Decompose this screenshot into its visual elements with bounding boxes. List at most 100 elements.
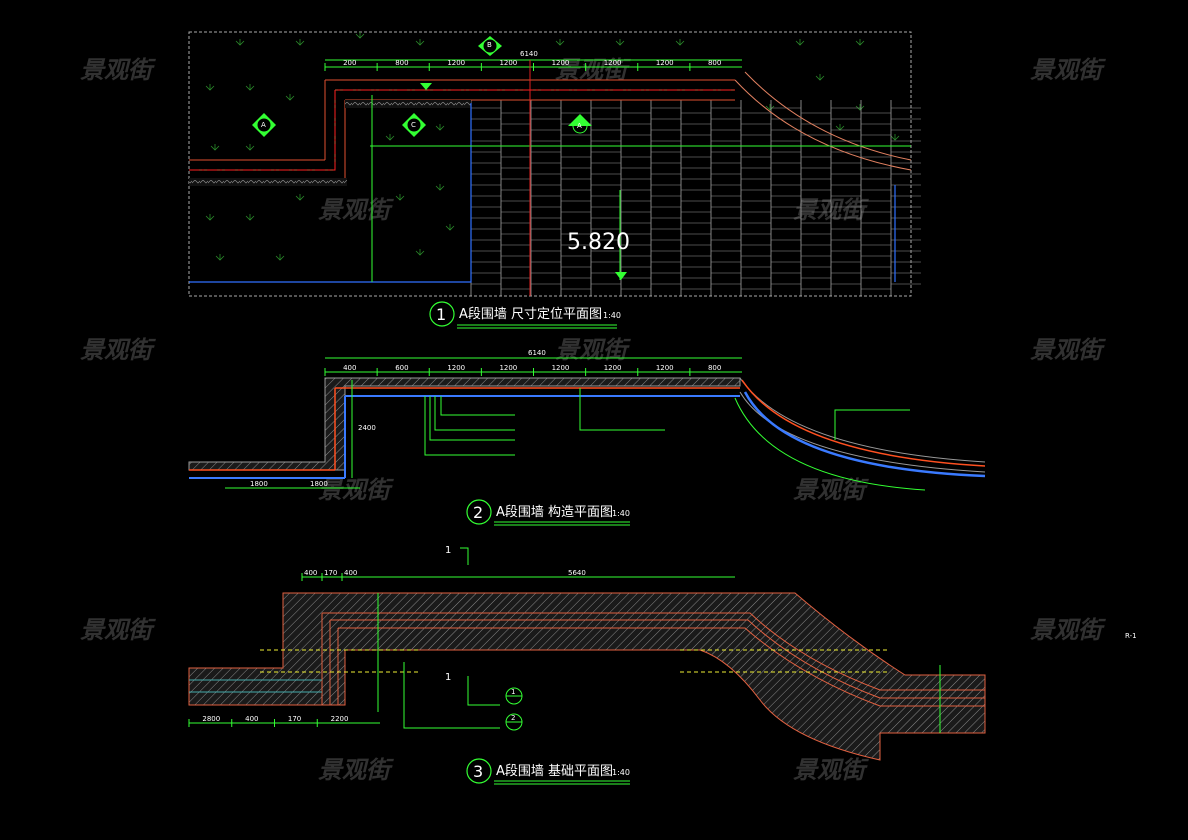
stone-edge bbox=[189, 178, 347, 186]
elevation-marker-icon bbox=[615, 272, 627, 280]
drawing-frame bbox=[188, 31, 912, 297]
svg-text:1:40: 1:40 bbox=[612, 509, 630, 518]
svg-text:2: 2 bbox=[511, 714, 515, 722]
dimension-label: 1200 bbox=[656, 59, 674, 67]
svg-text:3: 3 bbox=[473, 762, 483, 781]
lawn-symbol-icon bbox=[235, 39, 245, 46]
detail-mark-1: 1 bbox=[505, 687, 523, 705]
elevation-marker-icon bbox=[420, 83, 432, 90]
dimension-label: 1800 bbox=[250, 480, 268, 488]
dimension-label: 1200 bbox=[604, 59, 622, 67]
svg-text:1:40: 1:40 bbox=[603, 311, 621, 320]
svg-text:C: C bbox=[411, 121, 416, 129]
stone-edge bbox=[345, 100, 471, 108]
paving-edge-lines bbox=[189, 679, 322, 693]
lawn-symbol-icon bbox=[295, 194, 305, 201]
leader-lines bbox=[424, 388, 910, 456]
lawn-symbol-icon bbox=[205, 214, 215, 221]
foundation-hatched-area bbox=[188, 592, 986, 761]
lawn-symbol-icon bbox=[555, 39, 565, 46]
watermark: 景观街 bbox=[80, 56, 156, 84]
dimension-label: 1200 bbox=[499, 364, 517, 372]
wall-hatched-section bbox=[188, 377, 741, 471]
dimension-label: 400 bbox=[245, 715, 258, 723]
drawing-2-title: 2 A段围墙 构造平面图 1:40 bbox=[466, 499, 630, 526]
leader-lines bbox=[403, 547, 941, 733]
svg-text:1: 1 bbox=[436, 305, 446, 324]
dimension-label: 200 bbox=[343, 59, 356, 67]
lawn-symbol-icon bbox=[765, 104, 775, 111]
wall-brick-line bbox=[189, 387, 740, 471]
dimension-label: 800 bbox=[708, 59, 721, 67]
lawn-symbol-icon bbox=[285, 94, 295, 101]
watermark: 景观街 bbox=[318, 756, 394, 784]
svg-text:A段围墙 基础平面图: A段围墙 基础平面图 bbox=[496, 764, 613, 779]
lawn-symbol-icon bbox=[245, 214, 255, 221]
watermark: 景观街 bbox=[1030, 616, 1106, 644]
watermark: 景观街 bbox=[1030, 56, 1106, 84]
overall-dimension: 6140 bbox=[520, 50, 538, 58]
lawn-symbol-icon bbox=[445, 224, 455, 231]
dimension-label: 400 bbox=[304, 569, 317, 577]
curved-dimension-line bbox=[734, 397, 926, 491]
lawn-symbol-icon bbox=[245, 84, 255, 91]
lawn-symbol-icon bbox=[355, 32, 365, 39]
lawn-symbol-icon bbox=[675, 39, 685, 46]
lawn-symbol-icon bbox=[210, 144, 220, 151]
curved-brick-line bbox=[741, 379, 986, 467]
curved-wall bbox=[739, 377, 986, 473]
curved-wall bbox=[734, 71, 912, 171]
dimension-label: 1200 bbox=[656, 364, 674, 372]
lawn-symbol-icon bbox=[215, 254, 225, 261]
section-mark-b: B bbox=[478, 36, 502, 56]
svg-text:B: B bbox=[487, 41, 492, 49]
lawn-symbol-icon bbox=[245, 144, 255, 151]
overall-dimension: 5640 bbox=[568, 569, 586, 577]
svg-text:1: 1 bbox=[511, 688, 515, 696]
lawn-symbol-icon bbox=[795, 39, 805, 46]
svg-text:A: A bbox=[261, 121, 266, 129]
lawn-symbols bbox=[205, 32, 900, 261]
dimension-label: 800 bbox=[708, 364, 721, 372]
drawing-3-title: 3 A段围墙 基础平面图 1:40 bbox=[466, 758, 630, 785]
lawn-symbol-icon bbox=[435, 184, 445, 191]
watermark: 景观街 bbox=[318, 196, 394, 224]
section-mark-a: A bbox=[252, 113, 276, 137]
section-label: 1 bbox=[445, 672, 451, 683]
watermark: 景观街 bbox=[80, 336, 156, 364]
svg-text:A段围墙 构造平面图: A段围墙 构造平面图 bbox=[496, 505, 613, 520]
section-label: 1 bbox=[445, 545, 451, 556]
dimension-label: 2400 bbox=[358, 424, 376, 432]
watermark: 景观街 bbox=[793, 756, 869, 784]
dimension-label: 800 bbox=[395, 59, 408, 67]
dimension-lines bbox=[189, 576, 735, 724]
dimension-label: 400 bbox=[344, 569, 357, 577]
lawn-symbol-icon bbox=[615, 39, 625, 46]
dimension-label: 1200 bbox=[552, 364, 570, 372]
overall-dimension: 6140 bbox=[528, 349, 546, 357]
lawn-symbol-icon bbox=[295, 39, 305, 46]
top-dimensions: 400 170 400 bbox=[301, 569, 357, 581]
watermark: 景观街 bbox=[80, 616, 156, 644]
watermark: 景观街 bbox=[793, 476, 869, 504]
watermark: 景观街 bbox=[555, 336, 631, 364]
dimension-label: 1200 bbox=[447, 364, 465, 372]
dimension-label: 2200 bbox=[331, 715, 349, 723]
wall-centerline bbox=[189, 89, 735, 171]
lawn-symbol-icon bbox=[855, 104, 865, 111]
watermark: 景观街 bbox=[318, 476, 394, 504]
wall-finish-line bbox=[189, 395, 740, 479]
watermark: 景观街 bbox=[555, 56, 631, 84]
dimension-label: 600 bbox=[395, 364, 408, 372]
watermark: 景观街 bbox=[1030, 336, 1106, 364]
dimension-label: 2800 bbox=[202, 715, 220, 723]
drawing-1-title: 1 A段围墙 尺寸定位平面图 1:40 bbox=[429, 301, 621, 329]
lawn-symbol-icon bbox=[415, 249, 425, 256]
dimension-label: 170 bbox=[324, 569, 337, 577]
lawn-symbol-icon bbox=[890, 134, 900, 141]
dimension-label: 1200 bbox=[604, 364, 622, 372]
